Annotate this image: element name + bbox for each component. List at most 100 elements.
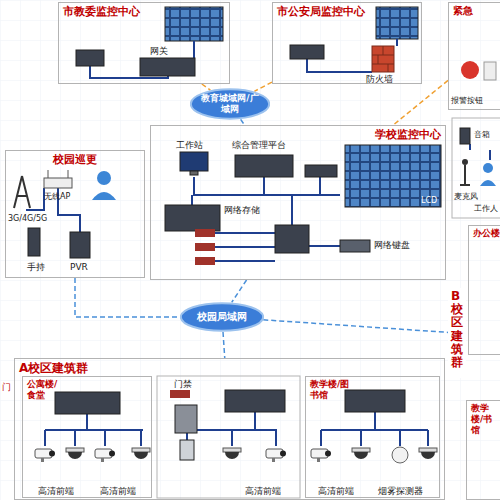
device-part [76,50,104,66]
network-link [263,320,448,333]
device-label: 工作站 [176,140,203,150]
alarm-icon-part [461,61,479,79]
camera-part [311,449,331,462]
device-label: PVR [70,262,88,272]
camera-part [352,448,370,459]
device-part [70,232,90,258]
zone-box: 市教委监控中心 [58,2,230,84]
firewall [372,46,394,72]
record-slot-part [195,243,215,251]
video-wall-part [376,7,418,39]
firewall-part [372,46,394,72]
network-link [232,280,247,302]
camera-part [35,449,55,462]
device-label: 3G/4G/5G [8,214,47,223]
device-label: 门禁 [174,379,192,389]
device [28,45,470,460]
device-label: 工作人 [474,204,498,213]
zone-box: 市公安局监控中心 [272,2,422,84]
device-label: 音箱 [474,130,490,139]
device-label: LCD [421,196,437,205]
device-part [180,440,194,460]
network-link [202,84,211,90]
device-label: 门 [2,382,11,392]
device-label: 麦克风 [454,192,478,201]
device-part [225,390,285,412]
network-link [393,80,448,125]
patrol-icon-part [92,192,116,200]
cloud-fill [181,303,263,331]
device-part [290,45,324,59]
network-cloud: 教育城域网/广域网 [190,88,270,120]
zone-title: 紧急 [449,3,500,19]
zone-box: 公寓楼/食堂 [22,376,152,498]
zone-box: 办公楼 [468,225,500,355]
device-part [28,228,40,256]
zone-title: 教学楼/书馆 [467,401,500,437]
device-label: 高清前端 [38,486,74,496]
zone-title: 教学楼/图书馆 [306,377,354,403]
device-label: 手持 [27,262,45,272]
workstation [180,152,208,175]
network-link [254,82,272,91]
cloud-label: 教育城域网/广域网 [199,93,261,115]
network-cloud: 校园局域网 [180,302,264,332]
workstation-part [180,152,208,171]
camera-part [132,448,150,459]
device-label: 网络键盘 [374,240,410,250]
record-slot-part [195,229,215,237]
staff-icon-part [483,163,493,173]
video-wall-part [165,7,223,41]
device-part [235,155,293,177]
device-label: 报警按钮 [451,96,483,105]
staff-icon [460,159,496,186]
camera-part [419,448,437,459]
device-label: 高清前端 [318,486,354,496]
staff-icon-part [462,159,468,165]
network-line-part [45,414,143,446]
camera-part [266,449,286,462]
zone-title: 市公安局监控中心 [273,3,421,20]
network-line-part [90,41,194,78]
patrol-icon-part [97,171,111,185]
device-label: 综合管理平台 [232,140,286,150]
zone-box: 教学楼/图书馆 [305,376,440,498]
device-part [175,405,197,433]
zone-title: 办公楼 [469,226,500,241]
network-line-part [187,412,277,446]
device-part [275,225,309,253]
camera-part [392,447,408,463]
network-line-part [26,188,80,232]
device-label: 网络存储 [224,205,260,215]
camera [35,447,437,463]
zone-box: A校区建筑群公寓楼/食堂 教学楼/图书馆 [14,358,445,500]
zone-title: 公寓楼/食堂 [23,377,63,403]
patrol-icon [14,170,116,208]
device-part [345,390,405,412]
section-box-part [157,376,300,498]
camera-part [223,448,241,459]
video-wall [165,7,441,207]
firewall-part [372,46,394,72]
staff-icon-part [480,180,496,186]
camera-part [66,448,84,459]
video-wall-part [345,145,441,207]
zone-box: 教学楼/书馆 [466,400,500,500]
zone-title: B校区建筑群 [451,288,463,378]
zone-title: A校区建筑群 [15,359,444,377]
device-part [460,128,470,144]
staff-icon-part [460,165,470,185]
device-label: 高清前端 [100,486,136,496]
device-part [305,165,337,177]
device-part [55,392,120,414]
patrol-icon-part [14,176,30,208]
cloud-fill [191,89,269,118]
record-slot-part [195,257,215,265]
zone-title: 市教委监控中心 [59,3,229,20]
network-line-part [321,412,428,446]
network-line [26,39,490,446]
